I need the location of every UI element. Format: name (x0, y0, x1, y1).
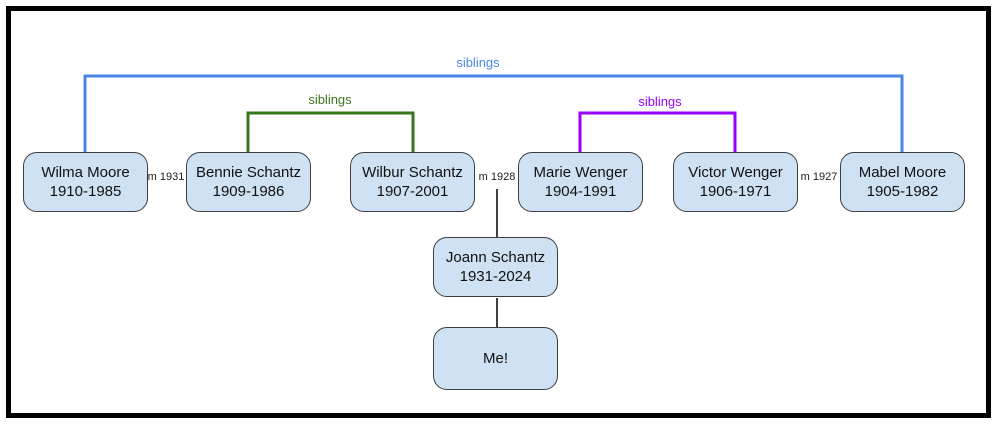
marriage-label-1928: m 1928 (478, 171, 516, 183)
marriage-label-1927: m 1927 (800, 171, 838, 183)
person-years: 1907-2001 (376, 183, 449, 200)
person-years: 1904-1991 (544, 183, 617, 200)
person-years: 1931-2024 (459, 268, 532, 285)
schantz-siblings-connector (246, 111, 415, 153)
person-name: Mabel Moore (858, 164, 947, 181)
person-name: Bennie Schantz (195, 164, 302, 181)
person-name: Me! (482, 350, 508, 367)
person-years: 1905-1982 (866, 183, 939, 200)
person-box-victor-wenger: Victor Wenger 1906-1971 (673, 152, 798, 212)
person-name: Wilma Moore (41, 164, 130, 181)
person-box-me: Me! (433, 327, 558, 390)
person-box-wilma-moore: Wilma Moore 1910-1985 (23, 152, 148, 212)
person-name: Wilbur Schantz (362, 164, 463, 181)
person-box-mabel-moore: Mabel Moore 1905-1982 (840, 152, 965, 212)
marriage-label-1931: m 1931 (147, 171, 185, 183)
person-name: Victor Wenger (688, 164, 783, 181)
person-box-marie-wenger: Marie Wenger 1904-1991 (518, 152, 643, 212)
moore-siblings-label: siblings (456, 55, 500, 70)
schantz-siblings-label: siblings (308, 92, 352, 107)
person-years: 1909-1986 (212, 183, 285, 200)
person-years: 1910-1985 (49, 183, 122, 200)
person-box-joann-schantz: Joann Schantz 1931-2024 (433, 237, 558, 297)
person-name: Marie Wenger (533, 164, 628, 181)
wenger-siblings-label: siblings (638, 94, 682, 109)
person-years: 1906-1971 (699, 183, 772, 200)
person-box-bennie-schantz: Bennie Schantz 1909-1986 (186, 152, 311, 212)
person-box-wilbur-schantz: Wilbur Schantz 1907-2001 (350, 152, 475, 212)
moore-siblings-connector (83, 74, 904, 153)
wenger-siblings-connector (578, 111, 737, 153)
person-name: Joann Schantz (445, 249, 546, 266)
